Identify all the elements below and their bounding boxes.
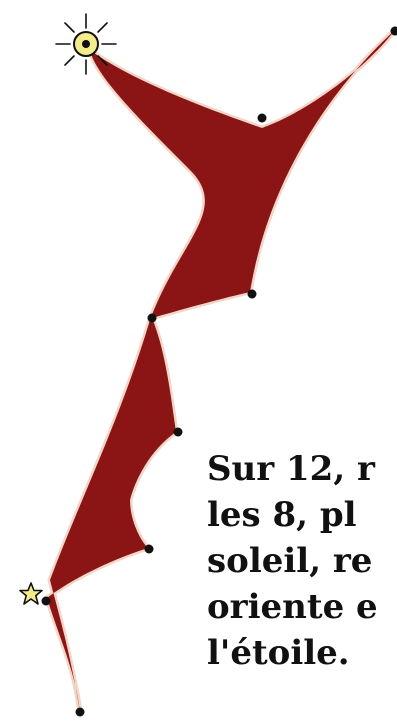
- star-icon: [20, 583, 42, 604]
- caption-line: l'étoile.: [207, 630, 397, 676]
- caption-line: oriente e: [207, 584, 397, 630]
- caption-line: soleil, re: [207, 538, 397, 584]
- vertex-dot: [248, 290, 257, 299]
- sun-icon: [56, 14, 116, 74]
- vertex-dot: [148, 314, 157, 323]
- caption-line: les 8, pl: [207, 492, 397, 538]
- caption-line: Sur 12, r: [207, 446, 397, 492]
- vertex-dot: [42, 597, 51, 606]
- caption-text: Sur 12, r les 8, pl soleil, re oriente e…: [207, 446, 397, 676]
- vertex-dot: [76, 708, 85, 717]
- vertex-dot: [174, 428, 183, 437]
- vertex-dot: [145, 545, 154, 554]
- vertex-dot: [258, 114, 267, 123]
